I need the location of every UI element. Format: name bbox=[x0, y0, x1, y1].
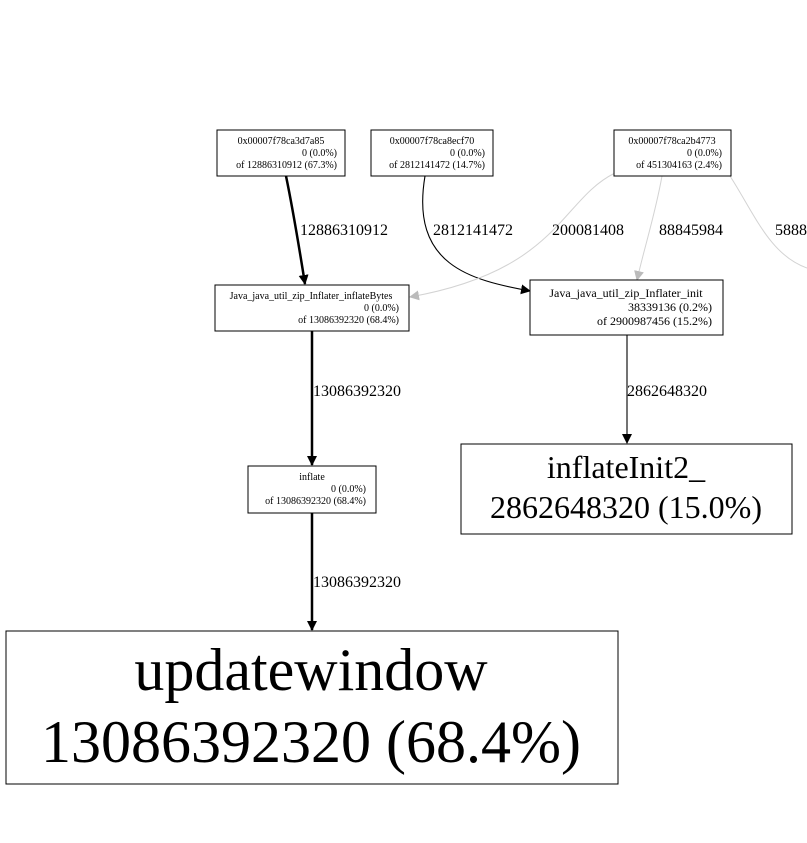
node-cum: of 451304163 (2.4%) bbox=[636, 160, 722, 171]
node-flat: 38339136 (0.2%) bbox=[628, 300, 712, 314]
node-cum: of 2812141472 (14.7%) bbox=[389, 160, 485, 171]
edge-label: 12886310912 bbox=[300, 222, 388, 239]
node-flat: 0 (0.0%) bbox=[687, 148, 722, 159]
node-title: inflateInit2_ bbox=[547, 449, 706, 485]
node-title: 0x00007f78ca3d7a85 bbox=[238, 136, 325, 147]
node-updatewindow[interactable]: updatewindow 13086392320 (68.4%) bbox=[5, 630, 619, 785]
node-flat: 13086392320 (68.4%) bbox=[41, 709, 581, 775]
edge-a85-to-inflatebytes: 12886310912 bbox=[284, 175, 388, 285]
edge-773-to-inflatebytes: 200081408 bbox=[409, 172, 624, 301]
node-0x00007f78ca2b4773[interactable]: 0x00007f78ca2b4773 0 (0.0%) of 451304163… bbox=[613, 129, 732, 177]
node-title: inflate bbox=[299, 472, 325, 483]
node-cum: of 13086392320 (68.4%) bbox=[298, 315, 399, 326]
node-flat: 0 (0.0%) bbox=[364, 303, 399, 314]
edge-inflatebytes-to-inflate: 13086392320 bbox=[307, 331, 401, 466]
node-title: updatewindow bbox=[134, 637, 488, 703]
node-flat: 0 (0.0%) bbox=[302, 148, 337, 159]
node-title: Java_java_util_zip_Inflater_inflateBytes bbox=[230, 291, 393, 302]
node-flat: 0 (0.0%) bbox=[450, 148, 485, 159]
edge-label: 200081408 bbox=[552, 222, 624, 239]
edge-f70-to-init: 2812141472 bbox=[422, 175, 531, 295]
node-inflate[interactable]: inflate 0 (0.0%) of 13086392320 (68.4%) bbox=[247, 465, 377, 514]
edge-init-to-inflateinit2: 2862648320 bbox=[622, 335, 707, 444]
edge-inflate-to-updatewindow: 13086392320 bbox=[307, 513, 401, 631]
node-inflateinit2[interactable]: inflateInit2_ 2862648320 (15.0%) bbox=[460, 443, 793, 535]
node-cum: of 13086392320 (68.4%) bbox=[265, 496, 366, 507]
edge-label: 88845984 bbox=[659, 222, 723, 239]
edge-label: 2812141472 bbox=[433, 222, 513, 239]
node-0x00007f78ca8ecf70[interactable]: 0x00007f78ca8ecf70 0 (0.0%) of 281214147… bbox=[370, 129, 494, 177]
node-cum: of 12886310912 (67.3%) bbox=[236, 160, 337, 171]
node-inflatebytes[interactable]: Java_java_util_zip_Inflater_inflateBytes… bbox=[214, 284, 410, 332]
node-title: 0x00007f78ca2b4773 bbox=[628, 136, 715, 147]
edge-773-to-offscreen: 5888 bbox=[729, 175, 807, 269]
edge-label: 2862648320 bbox=[627, 383, 707, 400]
node-flat: 2862648320 (15.0%) bbox=[490, 489, 762, 525]
node-0x00007f78ca3d7a85[interactable]: 0x00007f78ca3d7a85 0 (0.0%) of 128863109… bbox=[216, 129, 346, 177]
edge-label: 5888 bbox=[775, 222, 807, 239]
node-title: Java_java_util_zip_Inflater_init bbox=[549, 286, 703, 300]
node-title: 0x00007f78ca8ecf70 bbox=[390, 136, 474, 147]
edge-label: 13086392320 bbox=[313, 574, 401, 591]
edge-773-to-init: 88845984 bbox=[634, 175, 723, 281]
edge-label: 13086392320 bbox=[313, 383, 401, 400]
node-inflater-init[interactable]: Java_java_util_zip_Inflater_init 3833913… bbox=[529, 279, 724, 336]
node-cum: of 2900987456 (15.2%) bbox=[597, 314, 712, 328]
node-flat: 0 (0.0%) bbox=[331, 484, 366, 495]
